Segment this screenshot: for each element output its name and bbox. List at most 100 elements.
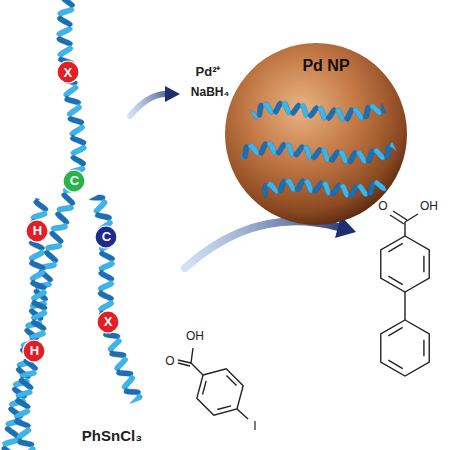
helix-turn — [99, 260, 115, 270]
helix-turn — [322, 181, 330, 195]
helix-turn — [263, 102, 274, 115]
arrow-shaft — [185, 221, 338, 268]
molecules — [178, 211, 429, 419]
atom-label: O — [378, 200, 387, 214]
helix-turn — [124, 388, 141, 395]
helix-turn — [30, 300, 47, 309]
helix-turn — [98, 280, 114, 290]
double-bond — [423, 340, 424, 357]
helix-turn — [31, 300, 47, 310]
helix-back — [2, 0, 87, 450]
helix-turn — [384, 144, 391, 158]
residue-letter: C — [70, 174, 79, 187]
peptide-strands — [2, 0, 143, 450]
helix-turn — [303, 145, 311, 159]
residue-letter: X — [63, 66, 72, 79]
helix-turn — [347, 150, 356, 164]
helix-turn — [329, 149, 339, 162]
atom-label: O — [165, 355, 174, 369]
helix-turn — [19, 377, 33, 390]
residue-letter: C — [102, 230, 111, 243]
helix-turn — [258, 141, 267, 155]
helix-turn — [370, 104, 382, 115]
helix-turn — [70, 125, 85, 135]
helix-turn — [51, 223, 68, 232]
helix-turn — [366, 149, 374, 163]
helix-turn — [61, 192, 75, 205]
reagent-label: Pd²⁺ — [196, 65, 221, 80]
double-bond — [217, 406, 231, 410]
helix-turn — [64, 95, 80, 104]
helix-turn — [363, 105, 371, 119]
helix-turn — [14, 418, 30, 428]
helix-turn — [285, 143, 293, 157]
helix-turn — [20, 369, 37, 377]
helix-turn — [45, 243, 62, 250]
bound-peptides — [240, 101, 397, 198]
helix-turn — [273, 101, 282, 115]
residue-circle: C — [62, 169, 86, 193]
helix-turn — [67, 104, 82, 117]
reaction-arrow — [130, 86, 180, 116]
helix-turn — [30, 280, 46, 290]
helix-turn — [108, 338, 122, 352]
helix-turn — [16, 389, 32, 398]
helix-turn — [257, 103, 264, 117]
residue-circle: H — [22, 339, 46, 363]
residue-disc — [23, 340, 45, 362]
helix-turn — [31, 319, 46, 330]
residue-letter: H — [30, 344, 39, 357]
helix-back — [14, 198, 48, 450]
helix-turn — [95, 212, 111, 220]
helix-turn — [98, 290, 114, 300]
benzene-ring — [381, 236, 429, 292]
helix-turn — [98, 300, 113, 311]
helix-turn — [29, 330, 45, 339]
residue-letter: X — [104, 315, 113, 328]
helix-turn — [122, 375, 135, 389]
atom-label: I — [253, 420, 256, 434]
helix-turn — [60, 0, 74, 8]
helix-turn — [58, 45, 73, 57]
reagent-label: NaBH₄ — [191, 86, 229, 100]
residue-circle: H — [25, 219, 49, 243]
helix-turn — [321, 148, 329, 162]
helix-turn — [29, 260, 45, 270]
helix-turn — [35, 198, 39, 200]
helix-turn — [16, 427, 31, 439]
residue-disc — [95, 226, 117, 248]
benzene-ring — [381, 320, 429, 376]
helix-turn — [336, 108, 345, 122]
helix-turn — [71, 155, 86, 166]
benzene-ring — [197, 369, 243, 415]
helix-turn — [70, 135, 86, 146]
helix-front — [266, 178, 386, 197]
reactant-bonds — [178, 348, 248, 419]
helix-front — [94, 199, 142, 404]
helix-back — [242, 141, 391, 163]
product-bonds — [390, 211, 418, 320]
helix-turn — [115, 356, 128, 370]
helix-turn — [94, 199, 107, 213]
helix-turn — [312, 181, 323, 194]
helix-turn — [44, 250, 58, 262]
helix-turn — [367, 181, 375, 195]
nanoparticle-sphere — [225, 43, 407, 225]
helix-turn — [71, 145, 87, 155]
formula-label: PhSnCl₃ — [82, 427, 142, 444]
helix-turn — [22, 446, 36, 450]
helix-turn — [356, 150, 366, 163]
helix-turn — [357, 184, 367, 197]
helix-turn — [249, 109, 258, 119]
helix-turn — [2, 446, 17, 450]
helix-turn — [18, 438, 35, 446]
helix-turn — [276, 142, 286, 155]
residue-circle: C — [94, 225, 118, 249]
residue-disc — [97, 311, 119, 333]
residue-disc — [26, 220, 48, 242]
double-bond — [226, 376, 236, 386]
helix-turn — [99, 250, 115, 260]
helix-turn — [373, 148, 384, 160]
helix-turn — [242, 144, 249, 158]
helix-turn — [30, 269, 45, 280]
